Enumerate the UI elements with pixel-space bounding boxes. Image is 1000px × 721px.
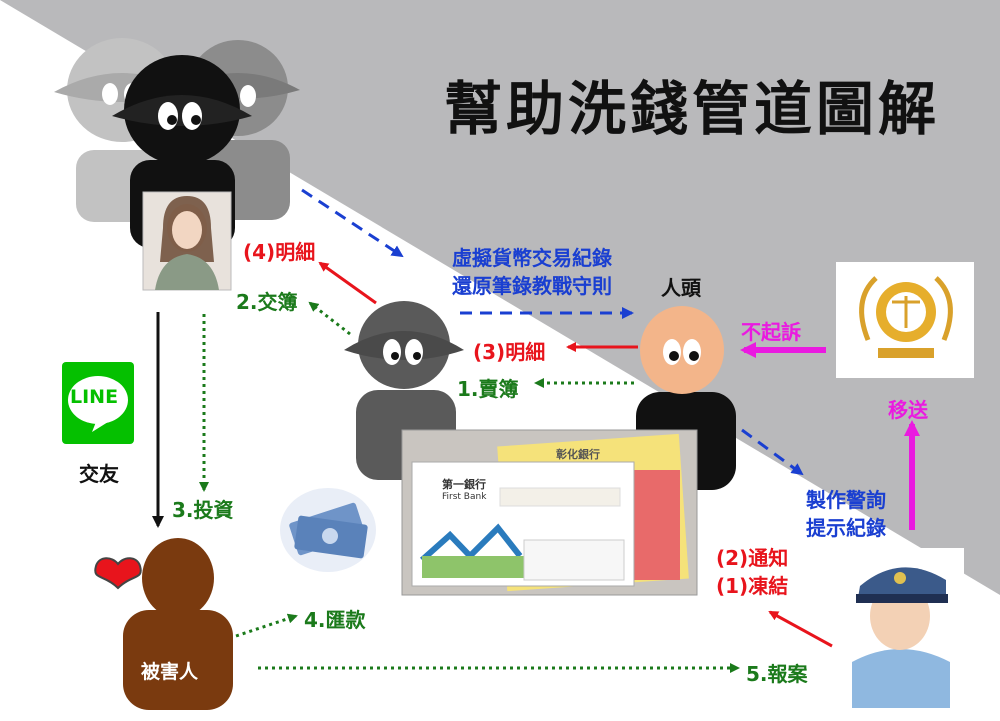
label-invest-3: 3.投資 [172, 498, 234, 522]
label-detail-3: (3)明細 [473, 340, 546, 364]
label-victim: 被害人 [141, 661, 199, 683]
victim-person-icon [123, 538, 233, 710]
label-book-2: 2.交簿 [236, 290, 298, 314]
arrow-police-to-books-red [768, 610, 833, 648]
label-notify-2: (2)通知 [716, 546, 789, 570]
label-nominee: 人頭 [661, 276, 701, 300]
woman-photo-icon [142, 191, 232, 291]
arrow-nominee-to-police-blue [741, 428, 804, 476]
page-title: 幫助洗錢管道圖解 [444, 75, 941, 143]
arrow-collector-to-boss-red [318, 261, 377, 305]
heart-icon [94, 557, 142, 590]
label-make-record-line2: 提示紀錄 [806, 516, 886, 540]
label-crypto-line1: 虛擬貨幣交易紀錄 [452, 246, 612, 270]
bank-passbooks-photo [401, 429, 698, 596]
first-bank-en: First Bank [442, 492, 487, 502]
judicial-emblem-icon [836, 262, 974, 378]
label-remit-4: 4.匯款 [304, 608, 366, 632]
label-sell-book-1: 1.賣簿 [457, 377, 519, 401]
arrow-collector-to-boss-green [308, 301, 351, 336]
label-detail-4: (4)明細 [243, 240, 316, 264]
police-officer-icon [838, 548, 964, 708]
label-no-prosecution: 不起訴 [741, 320, 801, 344]
arrow-victim-remit-green [235, 613, 298, 638]
label-freeze-1: (1)凍結 [716, 574, 789, 598]
label-report-5: 5.報案 [746, 662, 808, 686]
banknotes-icon [280, 488, 376, 572]
line-app-text: LINE [70, 386, 119, 408]
label-friend: 交友 [79, 462, 119, 486]
label-crypto-line2: 還原筆錄教戰守則 [452, 274, 612, 298]
label-make-record-line1: 製作警詢 [806, 488, 886, 512]
first-bank-cn: 第一銀行 [442, 478, 486, 491]
line-app-icon [62, 362, 134, 444]
label-transfer: 移送 [888, 398, 928, 422]
changhua-bank: 彰化銀行 [556, 448, 600, 461]
